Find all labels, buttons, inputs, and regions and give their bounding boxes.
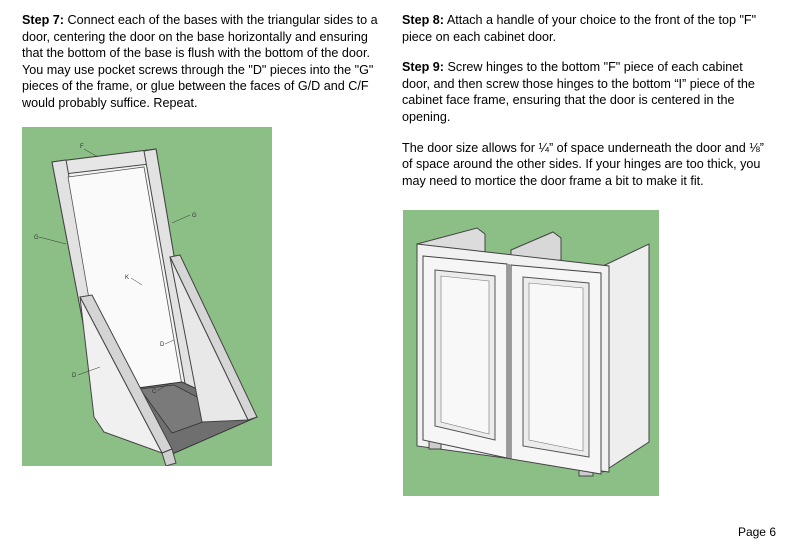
- door-base-illustration: F G G K D D C: [22, 127, 272, 466]
- step9-paragraph: Step 9: Screw hinges to the bottom "F" p…: [402, 59, 774, 125]
- label-d-left: D: [72, 373, 77, 379]
- door-size-note: The door size allows for ¼” of space und…: [402, 140, 764, 188]
- label-g-left: G: [34, 235, 39, 241]
- step8-label: Step 8:: [402, 13, 444, 27]
- cabinet-drawing: [416, 227, 650, 477]
- label-k: K: [125, 275, 129, 281]
- step9-text: Screw hinges to the bottom "F" piece of …: [402, 60, 755, 124]
- right-column: Step 8: Attach a handle of your choice t…: [402, 12, 774, 203]
- step7-label: Step 7:: [22, 13, 64, 27]
- left-column: Step 7: Connect each of the bases with t…: [22, 12, 382, 126]
- cabinet-doors-illustration: [403, 210, 659, 496]
- label-d-right: D: [160, 342, 165, 348]
- step8-paragraph: Step 8: Attach a handle of your choice t…: [402, 12, 774, 45]
- label-f: F: [80, 144, 84, 150]
- step8-text: Attach a handle of your choice to the fr…: [402, 13, 757, 44]
- step7-text: Connect each of the bases with the trian…: [22, 13, 378, 110]
- label-g-right: G: [192, 213, 197, 219]
- step9-label: Step 9:: [402, 60, 444, 75]
- label-c: C: [152, 389, 157, 395]
- page-number: Page 6: [737, 525, 776, 539]
- step7-paragraph: Step 7: Connect each of the bases with t…: [22, 12, 382, 112]
- door-base-drawing: F G G K D D C: [34, 144, 259, 466]
